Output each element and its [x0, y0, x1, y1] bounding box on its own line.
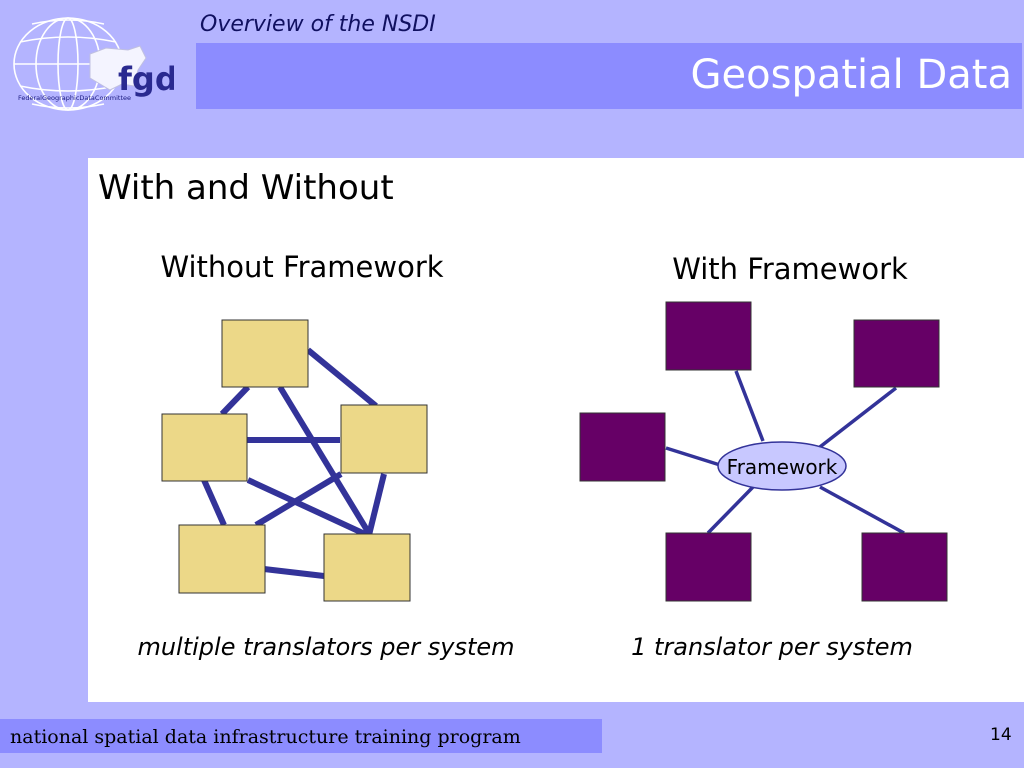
slide-heading: With and Without: [98, 168, 394, 208]
connector: [219, 384, 251, 417]
footer-bar: national spatial data infrastructure tra…: [0, 719, 602, 753]
slide-title: Geospatial Data: [690, 52, 1012, 98]
system-box: [178, 524, 266, 594]
logo-caption: FederalGeographicDataCommittee: [18, 94, 131, 102]
framework-hub-label: Framework: [727, 455, 838, 479]
system-box: [221, 319, 309, 388]
system-box: [579, 412, 666, 482]
system-box: [323, 533, 411, 602]
spoke: [819, 485, 905, 535]
left-nodes: [161, 319, 428, 602]
connector: [263, 566, 325, 579]
connector: [366, 473, 387, 536]
right-caption: 1 translator per system: [631, 633, 913, 661]
globe-grid-icon: [13, 17, 123, 111]
system-box: [161, 413, 248, 482]
system-box: [665, 301, 752, 371]
framework-diagram: Without Framework With Framework: [137, 250, 948, 661]
connector: [246, 477, 369, 538]
system-box: [861, 532, 948, 602]
left-connectors: [201, 347, 387, 579]
footer-text: national spatial data infrastructure tra…: [10, 726, 521, 748]
spoke: [706, 485, 755, 535]
system-box: [340, 404, 428, 474]
logo-wordmark: fgdc: [118, 60, 174, 98]
spoke: [665, 446, 721, 467]
content-panel: With and Without Without Framework With …: [88, 158, 1024, 702]
right-panel-title: With Framework: [672, 252, 908, 286]
connector: [254, 471, 343, 528]
connector: [201, 478, 227, 527]
right-connectors: [665, 370, 905, 535]
framework-hub: [717, 441, 847, 491]
page-number: 14: [990, 725, 1012, 745]
spoke: [814, 386, 898, 452]
us-map-icon: [89, 45, 147, 91]
left-caption: multiple translators per system: [137, 633, 514, 661]
left-panel-title: Without Framework: [160, 250, 443, 284]
system-box: [665, 532, 752, 602]
connector: [306, 347, 378, 409]
connector: [277, 385, 373, 537]
right-nodes: [579, 301, 948, 602]
system-box: [853, 319, 940, 388]
fgdc-logo: fgdc FederalGeographicDataCommittee: [6, 8, 197, 120]
title-bar: Geospatial Data: [196, 43, 1022, 109]
spoke: [734, 370, 765, 442]
section-label: Overview of the NSDI: [200, 12, 436, 37]
